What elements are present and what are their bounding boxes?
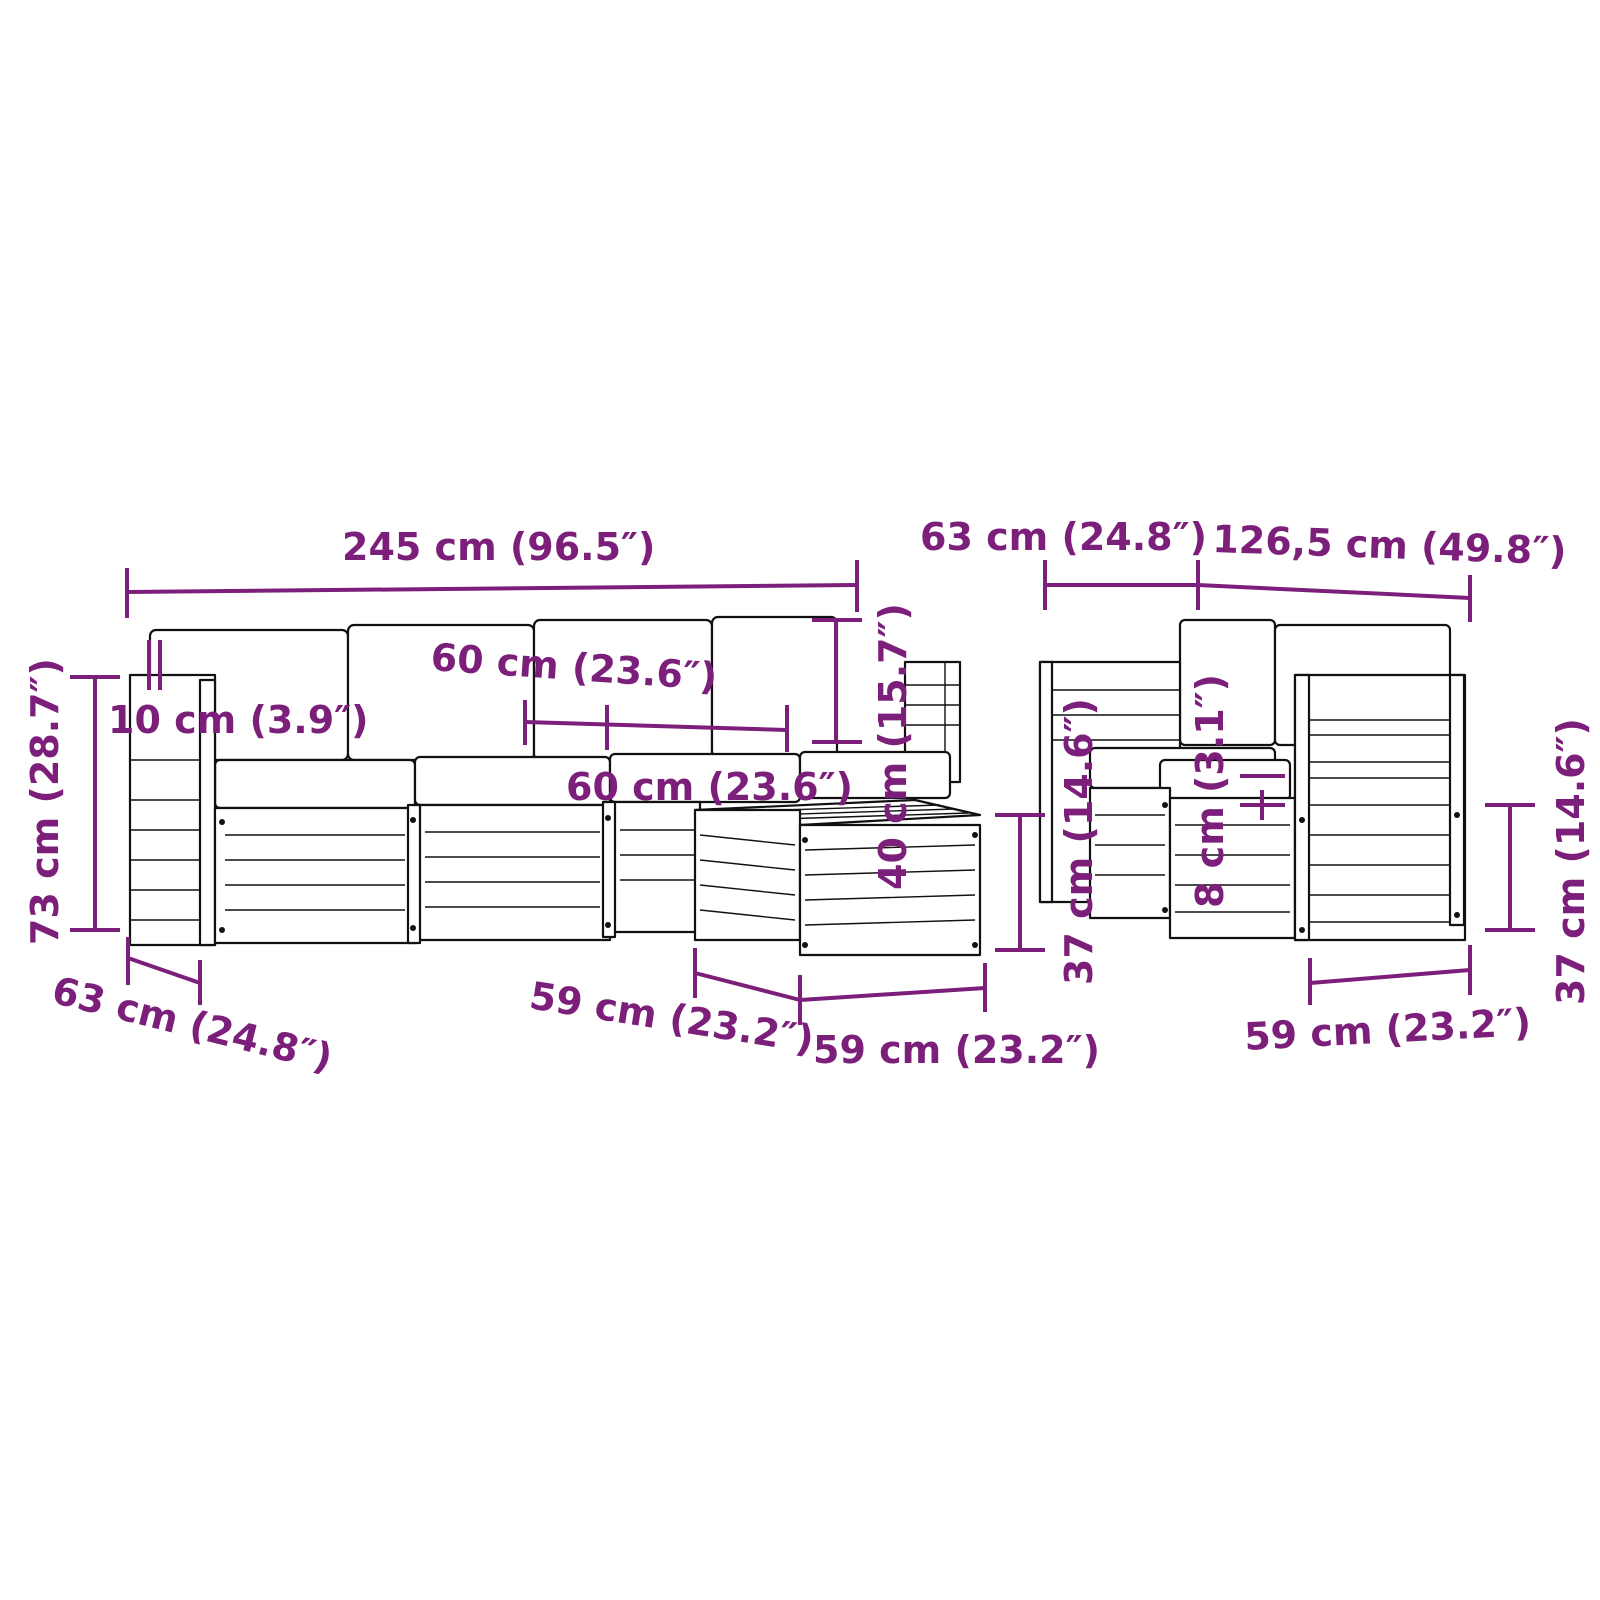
armchair-drawing (1038, 618, 1467, 942)
label-table-depth: 59 cm (23.2″) (527, 973, 817, 1061)
label-cushion-thickness: 8 cm (3.1″) (1188, 674, 1232, 908)
label-chair-width: 126,5 cm (49.8″) (1212, 517, 1568, 573)
seat-cushion (798, 750, 952, 800)
label-chair-depth: 63 cm (24.8″) (920, 515, 1207, 559)
sofa-base (213, 800, 702, 945)
label-table-width: 59 cm (23.2″) (813, 1028, 1100, 1072)
dimension-lines (70, 560, 1535, 1025)
label-armrest-width: 10 cm (3.9″) (108, 698, 369, 742)
label-height-total: 73 cm (28.7″) (23, 658, 67, 945)
label-chair-module-width: 59 cm (23.2″) (1243, 1000, 1532, 1059)
label-backrest-height: 40 cm (15.7″) (871, 603, 915, 890)
label-sofa-depth: 63 cm (24.8″) (48, 968, 337, 1080)
table-drawing (693, 798, 982, 957)
sofa-drawing (128, 615, 962, 947)
seat-cushion (213, 758, 417, 810)
label-sofa-width: 245 cm (96.5″) (342, 525, 655, 569)
label-table-height: 37 cm (14.6″) (1057, 698, 1101, 985)
label-module-width-seat: 60 cm (23.6″) (566, 765, 853, 809)
label-chair-height-right: 37 cm (14.6″) (1549, 718, 1593, 1005)
back-cushion (710, 615, 839, 759)
